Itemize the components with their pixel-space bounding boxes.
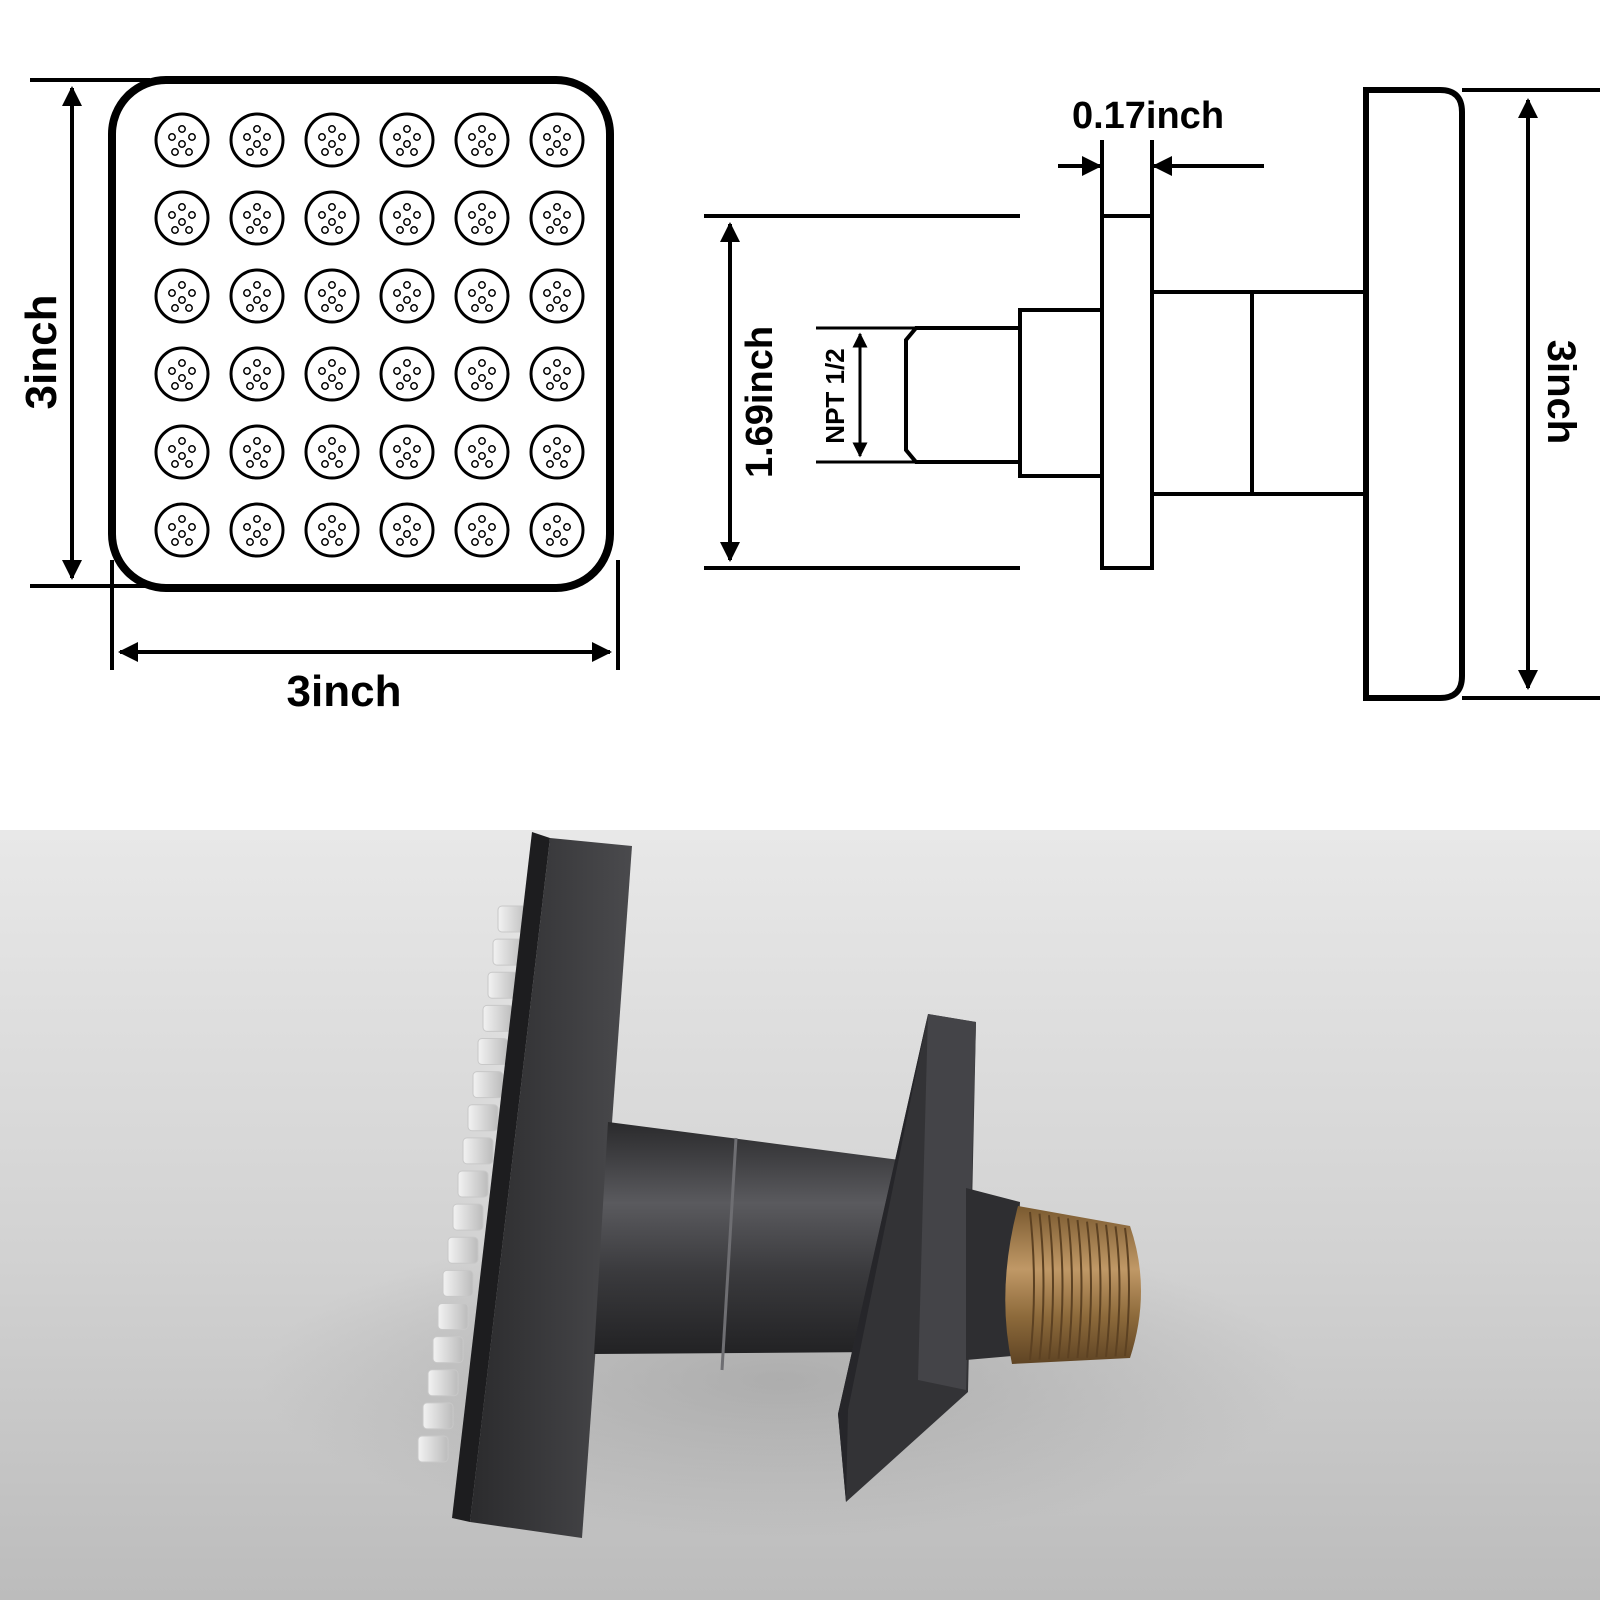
thread-groove — [1105, 1224, 1111, 1357]
thread-groove — [1038, 1213, 1045, 1360]
nozzle — [304, 268, 360, 324]
nozzle-tip — [482, 1004, 514, 1032]
nozzle — [379, 112, 435, 168]
thread-label: NPT 1/2 — [820, 348, 850, 443]
head-side — [1363, 87, 1465, 701]
nozzle — [379, 190, 435, 246]
nozzle — [304, 424, 360, 480]
nozzle — [154, 346, 210, 402]
nozzle — [304, 502, 360, 558]
nozzle — [229, 346, 285, 402]
front-width-dimension: 3inch — [110, 560, 620, 716]
thread-groove — [1076, 1219, 1083, 1359]
flange — [1100, 214, 1154, 570]
flange-height-label: 1.69inch — [739, 326, 781, 478]
nozzle-tip — [422, 1402, 454, 1430]
nozzle-tip — [457, 1170, 489, 1198]
nozzle — [154, 502, 210, 558]
flange-thickness-dimension: 0.17inch — [1058, 95, 1264, 216]
nozzle-tip — [452, 1203, 484, 1231]
render-thread — [1005, 1206, 1141, 1364]
nozzle — [529, 190, 585, 246]
nozzle — [379, 268, 435, 324]
nozzle-tip — [432, 1336, 464, 1364]
nozzle — [154, 424, 210, 480]
front-width-label: 3inch — [287, 667, 402, 716]
front-view: 3inch 3inch — [17, 76, 620, 716]
nozzle — [529, 346, 585, 402]
nozzle-tip — [437, 1303, 469, 1330]
nozzle — [454, 268, 510, 324]
nozzle — [229, 502, 285, 558]
nozzle-tip — [472, 1071, 504, 1099]
flange-thickness-label: 0.17inch — [1072, 95, 1224, 137]
thread-groove — [1067, 1218, 1073, 1359]
nozzle — [229, 190, 285, 246]
thread-groove — [1114, 1226, 1121, 1357]
render-body — [594, 1122, 900, 1354]
nozzle — [379, 424, 435, 480]
render-head-plate — [470, 838, 632, 1538]
nozzle — [529, 424, 585, 480]
nozzle-tip — [462, 1137, 494, 1165]
nozzle — [454, 190, 510, 246]
nozzle-tip — [427, 1369, 459, 1397]
nozzle-tip — [442, 1269, 474, 1297]
nozzle — [529, 112, 585, 168]
thread-groove — [1048, 1215, 1054, 1360]
thread-dimension: NPT 1/2 — [816, 326, 916, 464]
nozzle — [454, 346, 510, 402]
nozzle-tip — [477, 1038, 509, 1065]
nozzle — [454, 112, 510, 168]
thread-outline — [904, 326, 1020, 464]
nozzle — [379, 502, 435, 558]
flange-height-dimension: 1.69inch — [704, 214, 1020, 570]
head-height-label: 3inch — [1539, 340, 1583, 444]
nozzle — [304, 190, 360, 246]
nozzle — [454, 502, 510, 558]
nozzle — [454, 424, 510, 480]
nozzle — [379, 346, 435, 402]
thread-groove — [1029, 1211, 1035, 1361]
nozzle — [154, 190, 210, 246]
body-cylinder — [1150, 290, 1368, 496]
nozzle — [229, 112, 285, 168]
nozzle — [529, 268, 585, 324]
thread-groove — [1095, 1223, 1102, 1358]
thread-groove — [1057, 1216, 1064, 1359]
nozzle-tip — [447, 1236, 479, 1264]
nozzle-tip — [417, 1435, 449, 1463]
nozzle-tips — [417, 905, 529, 1463]
nozzle — [229, 268, 285, 324]
nozzle — [304, 112, 360, 168]
side-view — [904, 87, 1600, 701]
nozzle — [229, 424, 285, 480]
nozzle-grid — [154, 112, 585, 558]
nipple-collar — [1018, 308, 1104, 478]
front-height-label: 3inch — [17, 295, 66, 410]
thread-grooves — [1029, 1211, 1130, 1361]
front-height-dimension: 3inch — [17, 78, 150, 588]
nozzle — [529, 502, 585, 558]
head-height-dimension: 3inch — [1518, 98, 1583, 690]
nozzle — [304, 346, 360, 402]
thread-groove — [1086, 1221, 1092, 1358]
nozzle-tip — [467, 1104, 499, 1132]
nozzle — [154, 268, 210, 324]
nozzle — [154, 112, 210, 168]
thread-groove — [1124, 1227, 1130, 1357]
product-render — [0, 830, 1600, 1600]
